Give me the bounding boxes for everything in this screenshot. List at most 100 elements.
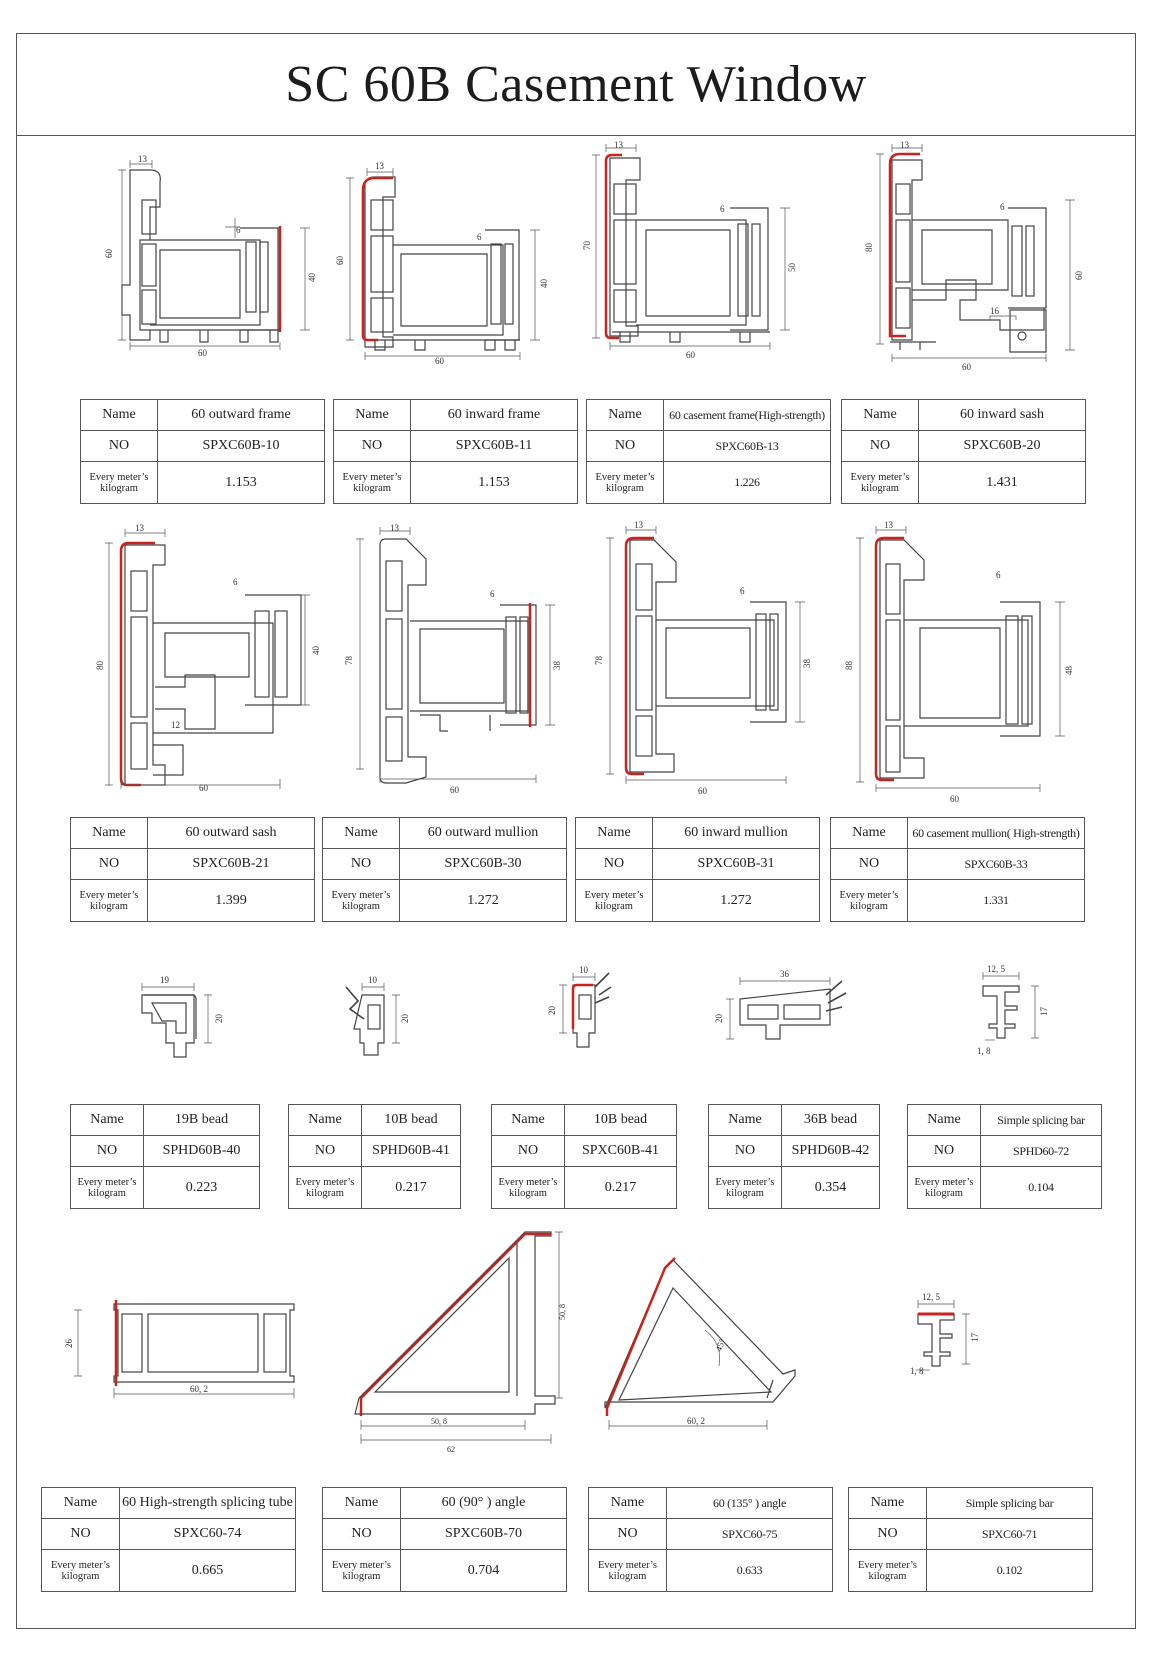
product-name: 36B bead	[781, 1103, 880, 1137]
product-kg: 1.272	[652, 879, 820, 922]
dim-label: 40	[307, 273, 317, 283]
product-kg: 1.399	[147, 879, 315, 922]
product-kg: 1.153	[157, 461, 325, 504]
dim-label: 40	[311, 646, 321, 656]
product-kg: 0.704	[400, 1549, 567, 1592]
dim-label: 20	[714, 1014, 724, 1024]
dim-label: 10	[579, 965, 589, 975]
dim-label: 17	[970, 1333, 980, 1343]
product-no: SPHD60B-40	[143, 1135, 260, 1168]
profile-drawing-splicing-tube: 26 60, 2	[64, 1300, 295, 1398]
weight-label-line1: Every meter’s	[342, 471, 402, 483]
weight-label-line2: kilogram	[342, 1570, 381, 1582]
dim-label: 88	[844, 661, 854, 671]
no-label: NO	[848, 1518, 927, 1551]
product-no: SPXC60B-21	[147, 848, 315, 881]
dim-label: 50, 8	[558, 1304, 567, 1320]
dim-label: 1, 8	[977, 1046, 991, 1056]
product-kg: 0.104	[980, 1166, 1102, 1209]
profile-drawing-19b-bead: 19 20	[141, 975, 224, 1058]
product-name: 60 High-strength splicing tube	[119, 1486, 296, 1520]
product-no: SPXC60B-30	[399, 848, 567, 881]
weight-label-line1: Every meter’s	[77, 1176, 137, 1188]
profile-drawing-36b-bead: 36 20	[714, 969, 847, 1040]
product-no: SPHD60B-42	[781, 1135, 880, 1168]
no-label: NO	[588, 1518, 667, 1551]
product-no: SPXC60B-13	[663, 430, 831, 463]
no-label: NO	[907, 1135, 981, 1168]
no-label: NO	[830, 848, 908, 881]
dim-label: 16	[990, 306, 1000, 316]
product-no: SPXC60B-70	[400, 1518, 567, 1551]
profile-drawing-casement-frame: 13 6 70 50 60	[582, 140, 797, 360]
dim-label: 6	[720, 204, 725, 214]
product-no: SPXC60-71	[926, 1518, 1093, 1551]
dim-label: 20	[214, 1014, 224, 1024]
name-label: Name	[41, 1486, 120, 1520]
dim-label: 6	[233, 577, 238, 587]
product-kg: 0.354	[781, 1166, 880, 1209]
weight-label-line2: kilogram	[608, 1570, 647, 1582]
dim-label: 13	[634, 520, 644, 530]
no-label: NO	[322, 1518, 401, 1551]
dim-label: 13	[884, 520, 894, 530]
dim-label: 78	[594, 656, 604, 666]
weight-label-line1: Every meter’s	[79, 889, 139, 901]
profile-drawing-10b-bead-alt: 10 20	[547, 965, 612, 1048]
dim-label: 78	[344, 656, 354, 666]
dim-label: 6	[477, 232, 482, 242]
dim-label: 60	[435, 356, 445, 366]
profile-drawing-90-angle: 50, 8 50, 8 62	[354, 1231, 567, 1454]
name-label: Name	[588, 1486, 667, 1520]
no-label: NO	[575, 848, 653, 881]
name-label: Name	[333, 398, 411, 432]
dim-label: 50, 8	[431, 1417, 447, 1426]
name-label: Name	[841, 398, 919, 432]
name-label: Name	[322, 816, 400, 850]
weight-label-line2: kilogram	[868, 1570, 907, 1582]
no-label: NO	[322, 848, 400, 881]
no-label: NO	[586, 430, 664, 463]
profile-drawing-inward-sash: 13 6 80 60 16 60	[864, 140, 1084, 372]
dim-label: 6	[740, 586, 745, 596]
product-kg: 0.217	[361, 1166, 461, 1209]
profile-drawing-inward-mullion: 13 6 78 38 60	[594, 520, 812, 796]
product-name: 10B bead	[564, 1103, 677, 1137]
product-no: SPHD60B-41	[361, 1135, 461, 1168]
product-name: 60 outward mullion	[399, 816, 567, 850]
weight-label-line2: kilogram	[850, 900, 888, 912]
dim-label: 13	[390, 523, 400, 533]
product-name: 19B bead	[143, 1103, 260, 1137]
product-name: 60 outward sash	[147, 816, 315, 850]
dim-label: 13	[900, 140, 910, 150]
weight-label-line1: Every meter’s	[715, 1176, 775, 1188]
dim-label: 60	[450, 785, 460, 795]
weight-label-line1: Every meter’s	[332, 1559, 391, 1571]
no-label: NO	[491, 1135, 565, 1168]
product-name: 60 inward sash	[918, 398, 1086, 432]
product-name: 60 (135° ) angle	[666, 1486, 833, 1520]
dim-label: 12	[171, 720, 180, 730]
weight-label-line1: Every meter’s	[295, 1176, 355, 1188]
weight-label-line2: kilogram	[342, 900, 380, 912]
product-kg: 0.633	[666, 1549, 833, 1592]
dim-label: 36	[780, 969, 790, 979]
weight-label-line2: kilogram	[90, 900, 128, 912]
dim-label: 13	[375, 161, 385, 171]
dim-label: 60	[199, 783, 209, 793]
product-kg: 1.272	[399, 879, 567, 922]
